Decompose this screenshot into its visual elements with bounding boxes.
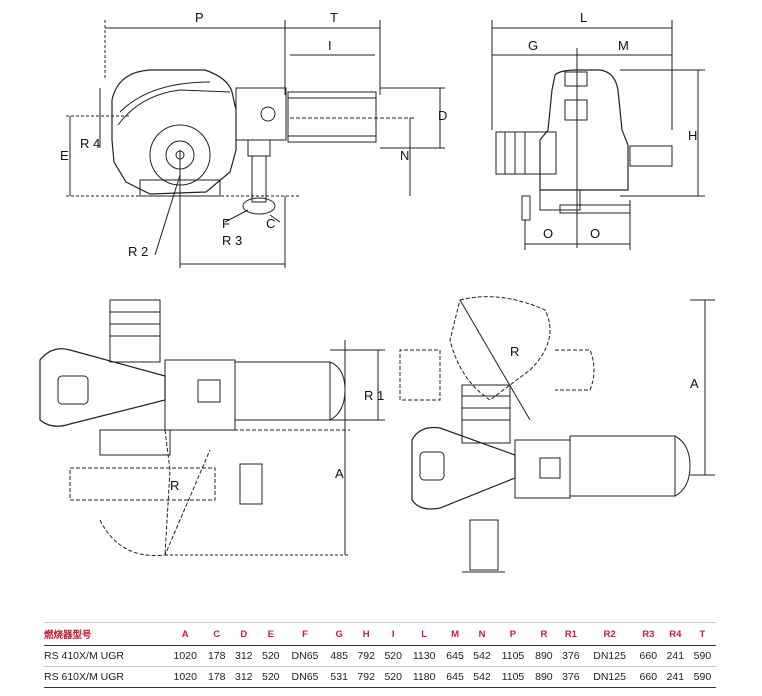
cell: 312: [230, 645, 258, 667]
header-col: D: [230, 622, 258, 646]
label-n: N: [400, 148, 409, 163]
header-col: R2: [584, 622, 635, 646]
label-m: M: [618, 38, 629, 53]
front-view: [491, 20, 705, 250]
cell: 542: [468, 666, 496, 688]
cell: 241: [661, 666, 689, 688]
cell: 312: [230, 666, 258, 688]
table-row: RS 610X/M UGR 1020 178 312 520 DN65 531 …: [44, 666, 716, 688]
cell: 890: [530, 645, 558, 667]
cell: DN65: [284, 645, 326, 667]
top-view-left: [39, 299, 385, 557]
cell: 520: [257, 645, 285, 667]
cell: 1130: [406, 645, 442, 667]
header-col: I: [379, 622, 407, 646]
header-col: R3: [634, 622, 662, 646]
table-header-row: 燃烧器型号 A C D E F G H I L M N P R R1 R2 R3…: [44, 622, 716, 646]
cell: 890: [530, 666, 558, 688]
cell: 1180: [406, 666, 442, 688]
cell: 376: [557, 666, 585, 688]
label-r-right: R: [510, 344, 519, 359]
cell: 178: [203, 645, 231, 667]
cell: 645: [441, 666, 469, 688]
dimension-table: 燃烧器型号 A C D E F G H I L M N P R R1 R2 R3…: [44, 622, 716, 688]
cell: 792: [352, 645, 380, 667]
cell: 520: [257, 666, 285, 688]
cell: 1105: [495, 645, 531, 667]
label-h: H: [688, 128, 697, 143]
label-a-right: A: [690, 376, 699, 391]
label-t: T: [330, 10, 338, 25]
cell: 645: [441, 645, 469, 667]
cell: RS 410X/M UGR: [44, 645, 168, 667]
top-view-right: [399, 296, 715, 573]
cell: 590: [688, 645, 716, 667]
label-r2: R 2: [128, 244, 148, 259]
label-r3: R 3: [222, 233, 242, 248]
label-a-left: A: [335, 466, 344, 481]
cell: 660: [634, 645, 662, 667]
header-col: G: [325, 622, 353, 646]
label-o-left: O: [543, 226, 553, 241]
cell: 178: [203, 666, 231, 688]
header-col: A: [167, 622, 204, 646]
header-col: R1: [557, 622, 585, 646]
cell: 590: [688, 666, 716, 688]
header-col: T: [688, 622, 716, 646]
label-f: F: [222, 216, 230, 231]
header-col: F: [284, 622, 326, 646]
label-e: E: [60, 148, 69, 163]
header-col: R4: [661, 622, 689, 646]
label-l: L: [580, 10, 587, 25]
header-col: M: [441, 622, 469, 646]
cell: 660: [634, 666, 662, 688]
label-r4: R 4: [80, 136, 100, 151]
header-model: 燃烧器型号: [44, 622, 168, 646]
header-col: H: [352, 622, 380, 646]
label-o-right: O: [590, 226, 600, 241]
label-d: D: [438, 108, 447, 123]
label-c: C: [266, 216, 275, 231]
header-col: P: [495, 622, 531, 646]
cell: 376: [557, 645, 585, 667]
burner-dimension-drawing: P T I D E N R 4 R 2 R 3 F C L G M H O O …: [39, 10, 715, 573]
header-col: L: [406, 622, 442, 646]
cell: 241: [661, 645, 689, 667]
cell: DN65: [284, 666, 326, 688]
label-r-left: R: [170, 478, 179, 493]
cell: 542: [468, 645, 496, 667]
side-view: [66, 20, 445, 268]
cell: 1020: [167, 666, 204, 688]
label-p: P: [195, 10, 204, 25]
cell: 485: [325, 645, 353, 667]
cell: RS 610X/M UGR: [44, 666, 168, 688]
header-col: R: [530, 622, 558, 646]
label-r1: R 1: [364, 388, 384, 403]
cell: 1020: [167, 645, 204, 667]
header-col: N: [468, 622, 496, 646]
header-col: C: [203, 622, 231, 646]
cell: 520: [379, 645, 407, 667]
cell: DN125: [584, 666, 635, 688]
cell: 531: [325, 666, 353, 688]
cell: 792: [352, 666, 380, 688]
cell: 1105: [495, 666, 531, 688]
cell: 520: [379, 666, 407, 688]
label-g: G: [528, 38, 538, 53]
cell: DN125: [584, 645, 635, 667]
table-row: RS 410X/M UGR 1020 178 312 520 DN65 485 …: [44, 645, 716, 667]
label-i: I: [328, 38, 332, 53]
header-col: E: [257, 622, 285, 646]
